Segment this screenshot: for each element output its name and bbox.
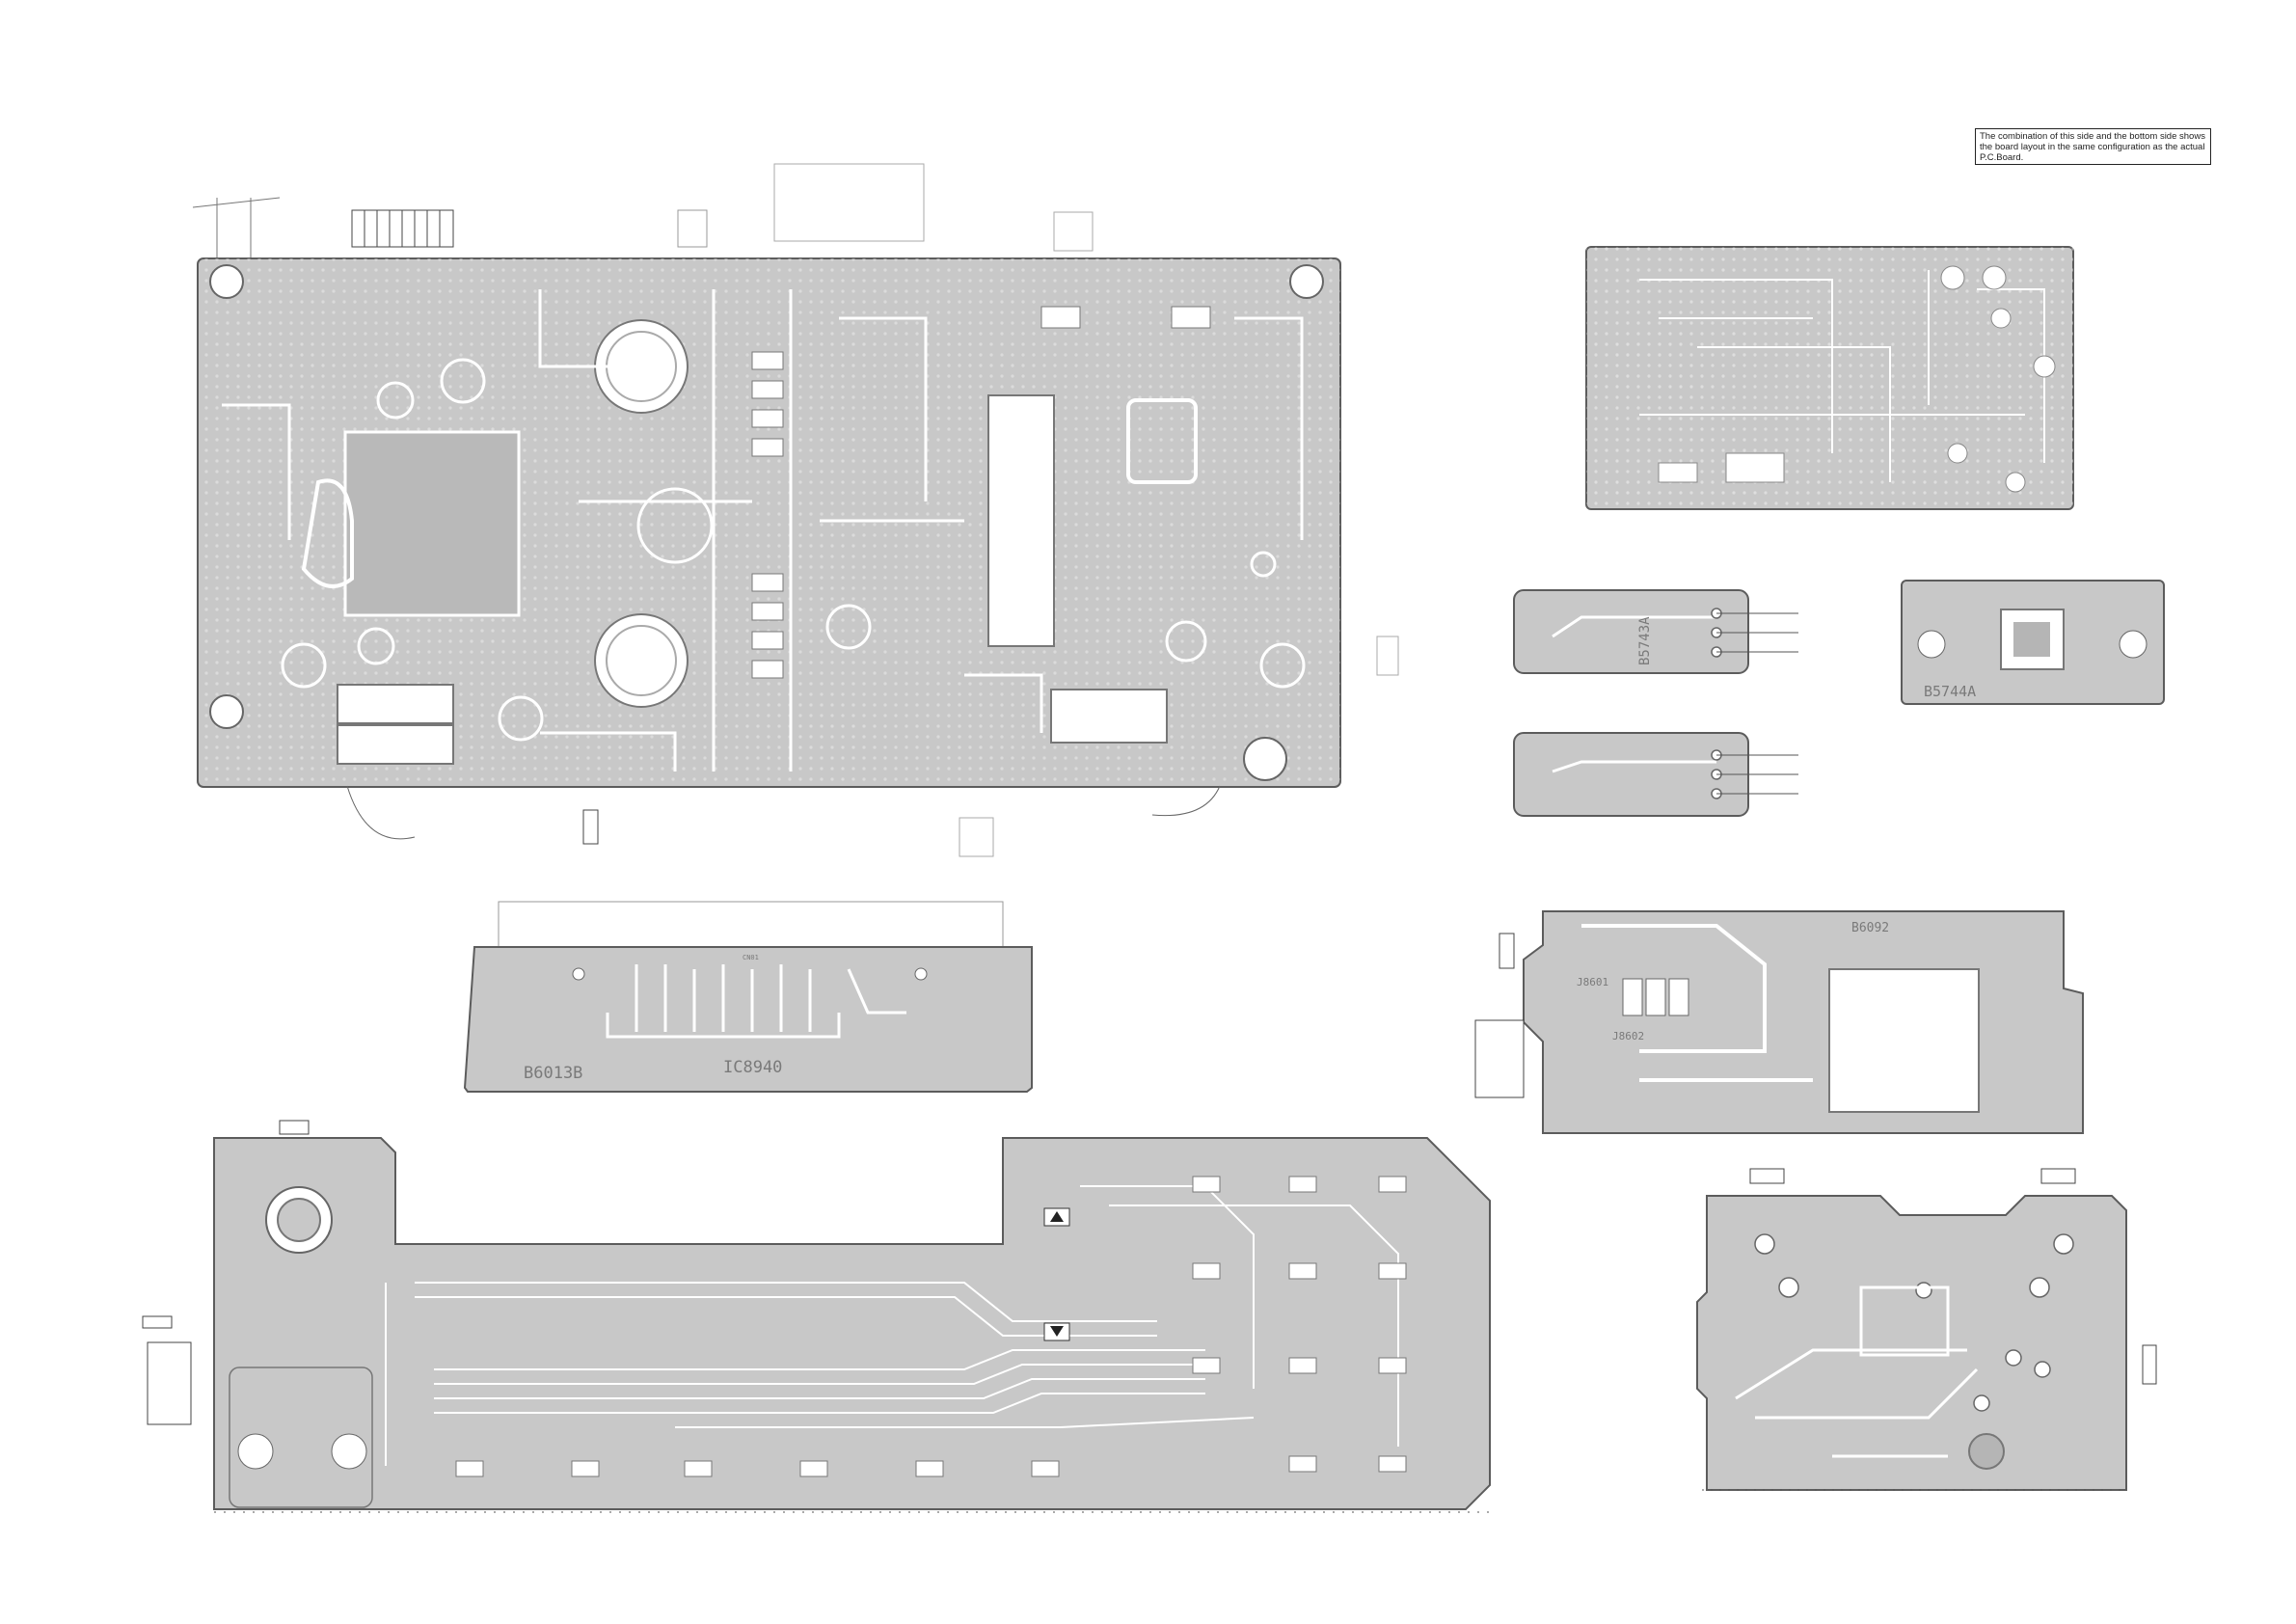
- front-panel-board: [143, 1121, 1490, 1512]
- jack-board-code: B5743A: [1637, 616, 1653, 665]
- input-board: [1697, 1169, 2156, 1490]
- regulator-board: B5744A: [1902, 581, 2164, 704]
- ic-board-code: B6013B: [524, 1064, 582, 1083]
- headphone-jack1-label: J8601: [1577, 976, 1608, 988]
- control-board: [1586, 247, 2073, 509]
- headphone-board-code: B6092: [1851, 921, 1889, 935]
- headphone-board: B6092 J8601 J8602: [1475, 911, 2083, 1133]
- ic-board-ic-label: IC8940: [723, 1058, 782, 1077]
- jack-board-upper: B5743A: [1514, 590, 1798, 673]
- headphone-jack2-label: J8602: [1612, 1030, 1644, 1042]
- ic-board: B6013B IC8940 CN01: [465, 902, 1032, 1092]
- arrow-up-icon: [1044, 1208, 1069, 1226]
- arrow-down-icon: [1044, 1323, 1069, 1340]
- jack-board-lower: [1514, 733, 1798, 816]
- regulator-board-code: B5744A: [1924, 683, 1976, 700]
- ic-board-tiny-label: CN01: [743, 954, 759, 961]
- main-power-board: [193, 164, 1398, 856]
